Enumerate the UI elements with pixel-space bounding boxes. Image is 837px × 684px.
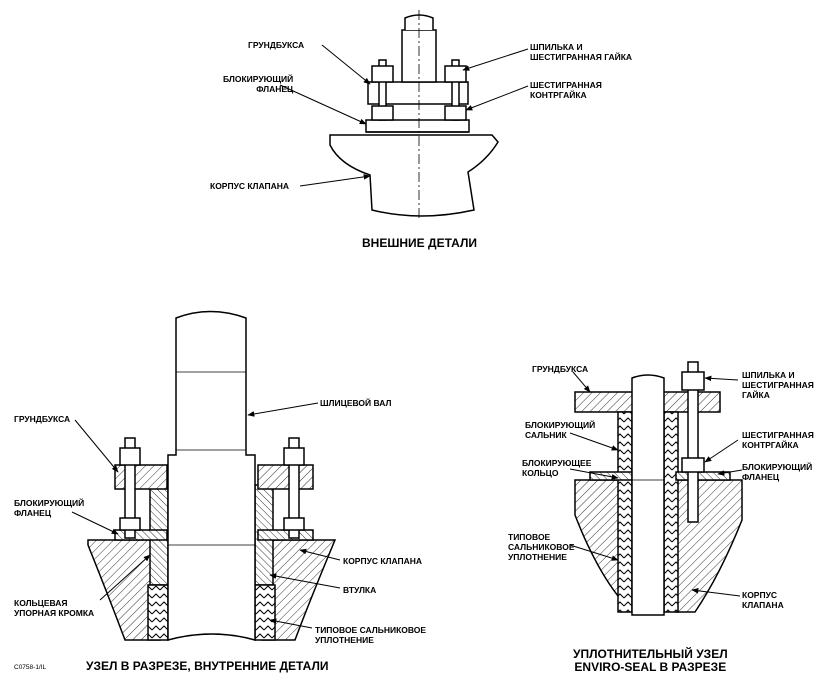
internal-view: [71, 310, 341, 641]
int-valve-body-label: КОРПУС КЛАПАНА: [343, 556, 423, 566]
env-packing-left: [617, 411, 633, 613]
int-gland-label: ГРУНДБУКСА: [14, 414, 71, 424]
env-gland-label: ГРУНДБУКСА: [532, 364, 589, 374]
int-packing-label: ТИПОВОЕ САЛЬНИКОВОЕ УПЛОТНЕНИЕ: [315, 625, 427, 645]
ext-caption: ВНЕШНИЕ ДЕТАЛИ: [362, 236, 478, 250]
ext-valve-body: [329, 134, 499, 217]
int-bushing-label: ВТУЛКА: [343, 585, 377, 595]
ext-gland-label: ГРУНДБУКСА: [248, 40, 305, 50]
env-valve-body-label: КОРПУС КЛАПАНА: [742, 590, 784, 610]
ext-valve-body-label: КОРПУС КЛАПАНА: [210, 181, 290, 191]
ext-locking-flange: [365, 119, 470, 133]
env-shaft: [631, 374, 665, 616]
int-gland-right: [257, 464, 314, 490]
ext-jam-nut-label: ШЕСТИГРАННАЯ КОНТРГАЙКА: [530, 80, 602, 100]
int-gland-left: [114, 464, 168, 490]
env-stud: [687, 361, 699, 523]
int-spline-shaft-label: ШЛИЦЕВОЙ ВАЛ: [320, 398, 392, 408]
int-locking-flange-label: БЛОКИРУЮЩИЙ ФЛАНЕЦ: [14, 498, 85, 518]
int-caption: УЗЕЛ В РАЗРЕЗЕ, ВНУТРЕННИЕ ДЕТАЛИ: [86, 659, 329, 673]
enviro-view: [569, 361, 743, 616]
env-packing-right: [663, 411, 679, 613]
ext-stud-nut-label: ШПИЛЬКА И ШЕСТИГРАННАЯ ГАЙКА: [530, 42, 633, 62]
int-packing-right: [254, 584, 276, 641]
int-packing-left: [147, 584, 169, 641]
env-stud-nut-label: ШПИЛЬКА И ШЕСТИГРАННАЯ ГАЙКА: [742, 370, 814, 400]
int-valve-body: [87, 539, 161, 641]
ext-locking-flange-label: БЛОКИРУЮЩИЙ ФЛАНЕЦ: [223, 74, 294, 94]
env-caption: УПЛОТНИТЕЛЬНЫЙ УЗЕЛ ENVIRO-SEAL В РАЗРЕЗ…: [573, 647, 728, 674]
figure-code: C0758-1/IL: [14, 664, 47, 671]
int-spline-shaft: [167, 310, 256, 641]
env-packing-label: ТИПОВОЕ САЛЬНИКОВОЕ УПЛОТНЕНИЕ: [508, 532, 575, 562]
env-jam-nut-label: ШЕСТИГРАННАЯ КОНТРГАЙКА: [742, 430, 814, 450]
int-ring-lip-label: КОЛЬЦЕВАЯ УПОРНАЯ КРОМКА: [14, 598, 95, 618]
env-locking-flange-label: БЛОКИРУЮЩИЙ ФЛАНЕЦ: [742, 462, 813, 482]
external-view: [279, 10, 529, 220]
env-locking-ring-label: БЛОКИРУЮЩЕЕ КОЛЬЦО: [522, 458, 592, 478]
env-locking-packing-label: БЛОКИРУЮЩИЙ САЛЬНИК: [525, 420, 596, 440]
